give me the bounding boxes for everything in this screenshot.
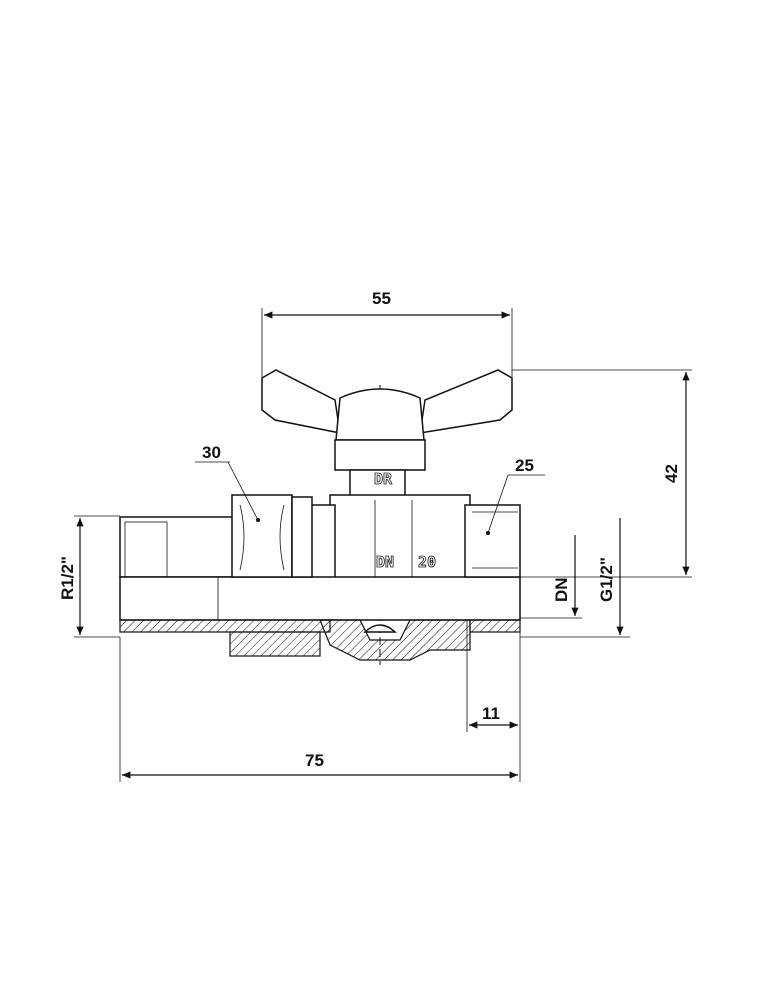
r12-label: R1/2" — [58, 556, 77, 600]
dimension-55: 55 — [261, 289, 513, 378]
nut-30-label: 30 — [202, 443, 221, 462]
dn-value-mark: 20 — [418, 553, 436, 571]
valve-body — [309, 494, 471, 581]
g12-label: G1/2" — [597, 557, 616, 602]
brand-mark: DR — [374, 470, 393, 488]
dimension-g12: G1/2" — [520, 518, 630, 638]
leader-25: 25 — [486, 456, 545, 535]
leader-30: 30 — [195, 443, 260, 522]
union-nut-30 — [231, 494, 313, 578]
dimension-75: 75 — [119, 637, 518, 782]
butterfly-handle — [261, 369, 513, 501]
dimension-r12: R1/2" — [58, 515, 120, 638]
left-pipe — [119, 516, 521, 621]
dimension-11: 11 — [466, 620, 521, 782]
dimension-55-label: 55 — [372, 289, 391, 308]
end-fitting-25 — [464, 504, 521, 578]
dimension-75-label: 75 — [305, 751, 324, 770]
dimension-dn: DN — [520, 535, 582, 619]
dimension-42-label: 42 — [662, 464, 681, 483]
dimension-11-label: 11 — [482, 704, 500, 723]
dn-dimension-label: DN — [552, 577, 571, 602]
dn-mark: DN — [376, 553, 394, 571]
nut-25-label: 25 — [515, 456, 534, 475]
section-hatching — [119, 619, 521, 661]
dimension-42: 42 — [512, 369, 692, 578]
